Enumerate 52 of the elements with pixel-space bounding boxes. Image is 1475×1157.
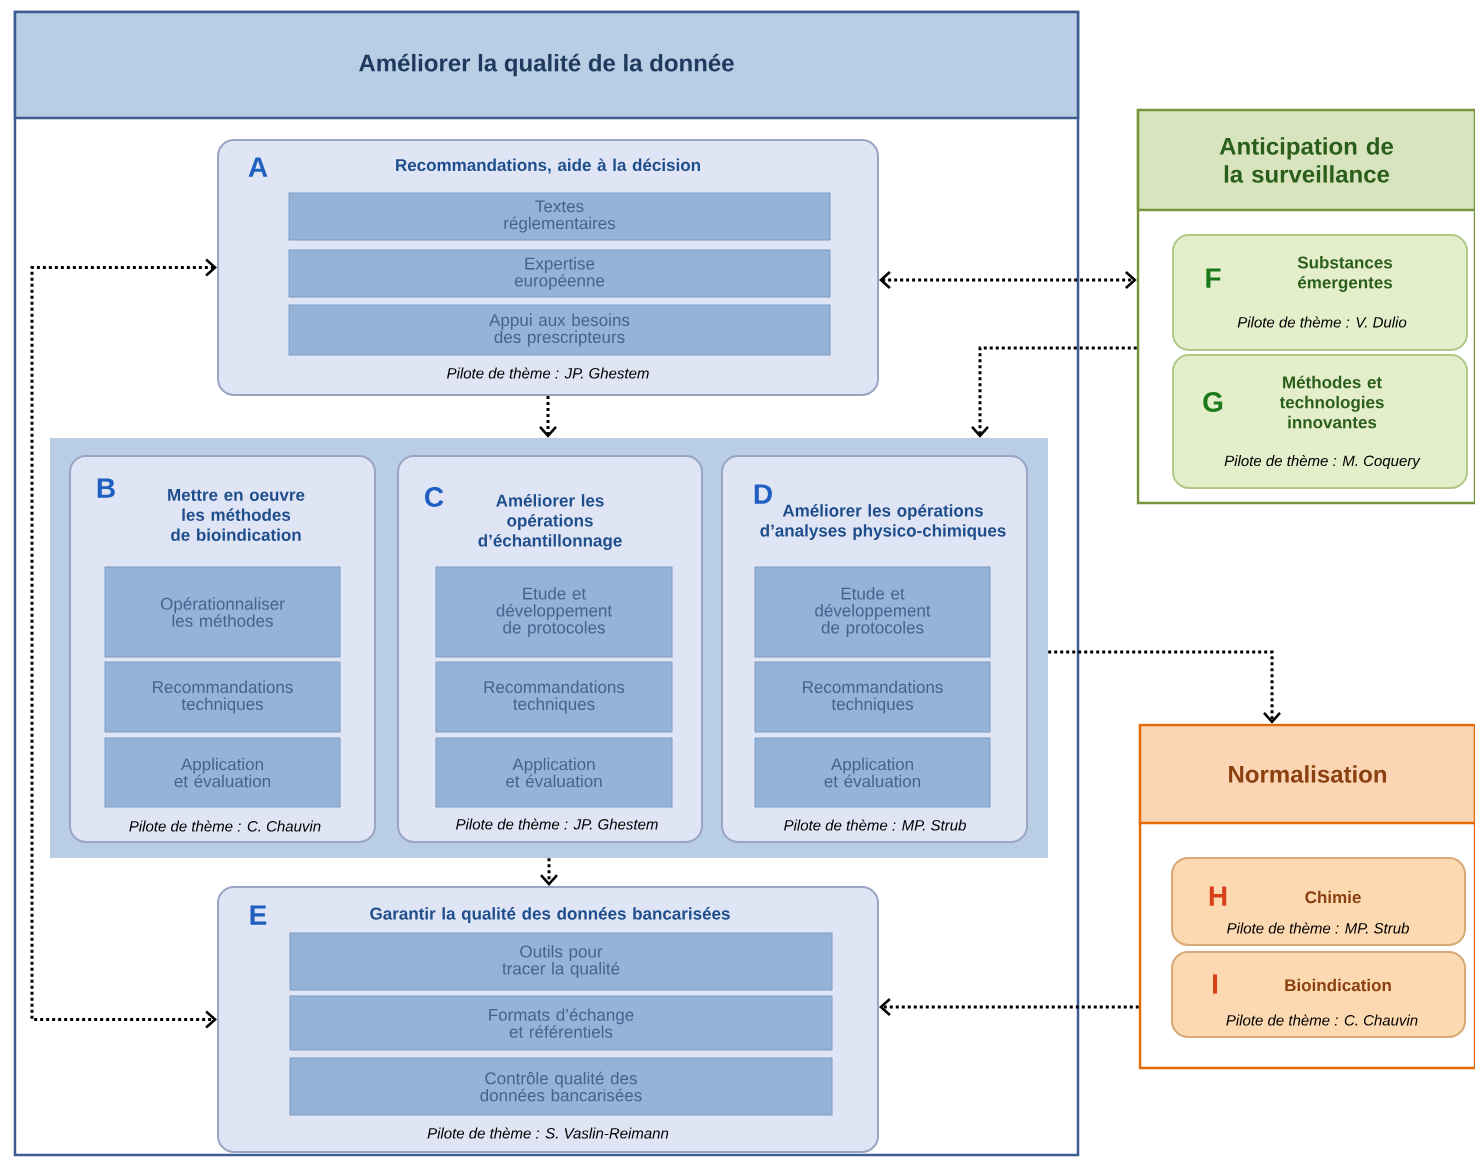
theme-letter: F — [1206, 268, 1221, 288]
pilot-note: Pilote de thème : M. Coquery — [1224, 454, 1421, 470]
topic-bar: Recommandations techniques — [104, 661, 341, 733]
theme-letter: B — [97, 478, 115, 498]
header-band: Améliorer la qualité de la donnée — [13, 10, 1080, 120]
topic-bar: Contrôle qualité des données bancarisées — [289, 1057, 833, 1116]
topic-bar: Opérationnaliser les méthodes — [104, 566, 341, 658]
topic-bar: Textes réglementaires — [288, 192, 831, 241]
theme-letter: A — [248, 157, 268, 177]
theme-letter: E — [250, 905, 267, 925]
arrow — [879, 271, 1137, 289]
theme-title: Mettre en oeuvre les méthodes de bioindication — [168, 489, 305, 541]
pilot-note: Pilote de thème : S. Vaslin-Reimann — [427, 1127, 669, 1139]
arrow — [30, 258, 217, 1029]
topic-bar: Application et évaluation — [104, 737, 341, 808]
pilot-note: Pilote de thème : JP. Ghestem — [447, 367, 649, 379]
theme-letter: I — [1213, 974, 1218, 994]
topic-bar: Application et évaluation — [754, 737, 991, 808]
theme-title: Améliorer les opérations d’échantillonnage — [478, 493, 622, 551]
topic-bar: Recommandations techniques — [754, 661, 991, 733]
topic-bar: Formats d’échange et référentiels — [289, 995, 833, 1051]
pilot-note: Pilote de thème : JP. Ghestem — [456, 818, 658, 830]
arrow — [539, 396, 557, 438]
pilot-note: Pilote de thème : C. Chauvin — [1226, 1014, 1418, 1026]
theme-title: Garantir la qualité des données bancarisées — [370, 907, 730, 923]
arrow — [879, 998, 1139, 1016]
theme-title: Améliorer les opérations d’analyses physico-chimiques — [760, 504, 1006, 540]
topic-bar: Outils pour tracer la qualité — [289, 932, 833, 991]
theme-title: Substances émergentes — [1297, 256, 1392, 292]
theme-title: Chimie — [1305, 890, 1361, 904]
arrow — [540, 858, 558, 886]
topic-bar: Application et évaluation — [435, 737, 673, 808]
pilot-note: Pilote de thème : MP. Strub — [1227, 922, 1409, 934]
theme-title: Bioindication — [1285, 978, 1391, 992]
topic-bar: Expertise européenne — [288, 249, 831, 298]
topic-bar: Etude et développement de protocoles — [435, 566, 673, 658]
topic-bar: Appui aux besoins des prescripteurs — [288, 304, 831, 356]
topic-bar: Etude et développement de protocoles — [754, 566, 991, 658]
arrow — [1048, 650, 1281, 724]
theme-title: Recommandations, aide à la décision — [396, 158, 700, 174]
pilot-note: Pilote de thème : MP. Strub — [784, 819, 966, 831]
arrow — [971, 346, 1137, 438]
theme-letter: G — [1203, 392, 1223, 412]
theme-letter: C — [425, 487, 444, 507]
theme-title: Méthodes et technologies innovantes — [1279, 375, 1384, 429]
header-band: Anticipation de la surveillance — [1136, 108, 1475, 212]
theme-letter: H — [1209, 886, 1227, 906]
header-band: Normalisation — [1138, 723, 1475, 825]
topic-bar: Recommandations techniques — [435, 661, 673, 733]
pilot-note: Pilote de thème : C. Chauvin — [129, 820, 321, 832]
theme-letter: D — [754, 484, 772, 504]
pilot-note: Pilote de thème : V. Dulio — [1237, 316, 1407, 328]
